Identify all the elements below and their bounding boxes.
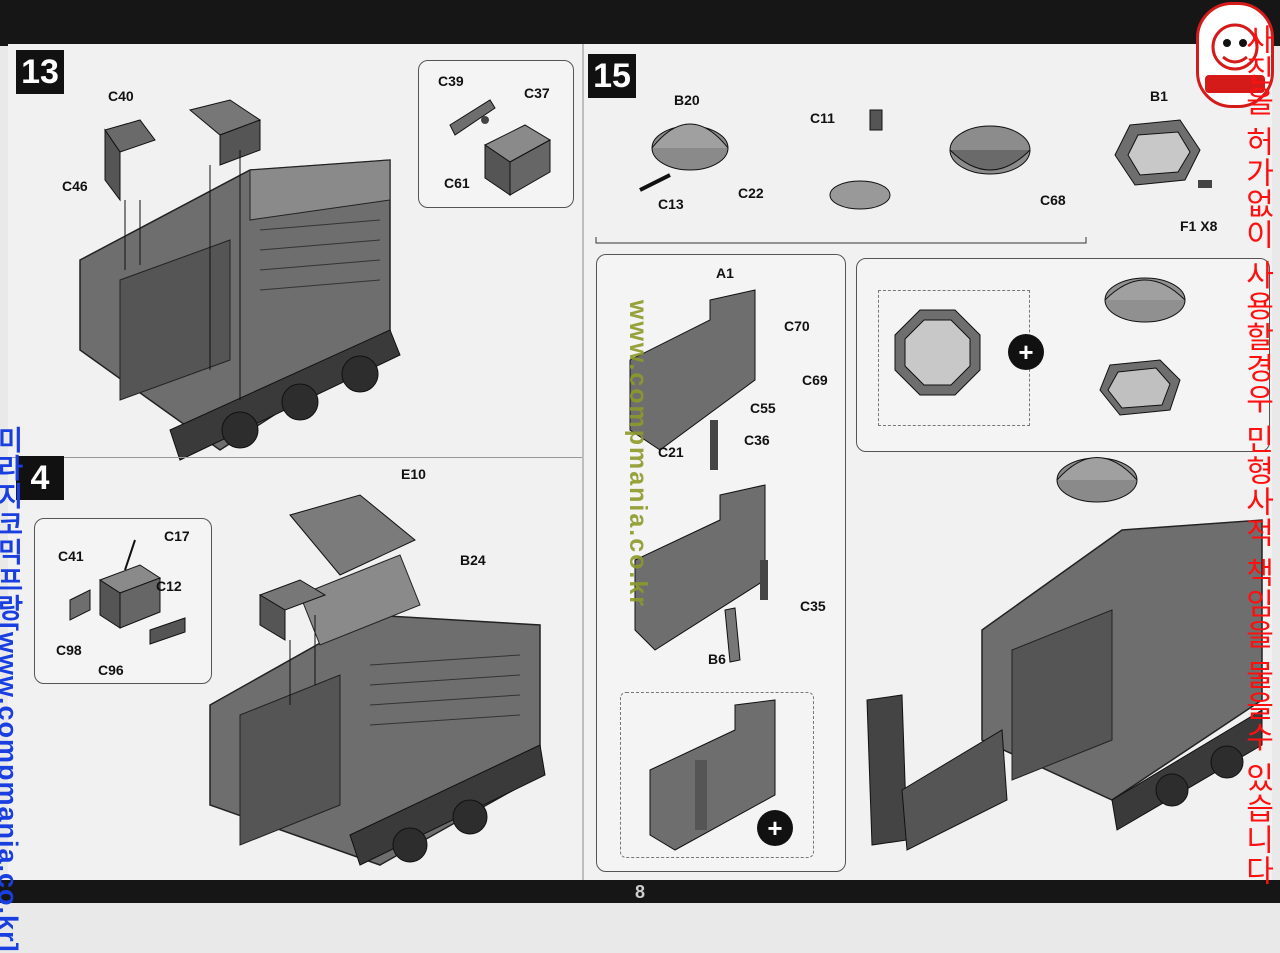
watermark-right: 사진을 허가없이 사용할경우 민형사적 책임을 물을수 있습니다: [1240, 24, 1273, 887]
part-label: B20: [674, 92, 700, 108]
part-label: C98: [56, 642, 82, 658]
page-number: 8: [634, 882, 645, 902]
tailgate-zoom-detail: [620, 692, 814, 858]
part-label: C39: [438, 73, 464, 89]
part-label: C13: [658, 196, 684, 212]
part-label: B24: [460, 552, 486, 568]
hatch-assembly-drawing: [1099, 277, 1186, 416]
site-logo: [1196, 2, 1274, 108]
subassembly-bracket: [595, 237, 1087, 244]
part-label: A1: [716, 265, 734, 281]
part-label: C55: [750, 400, 776, 416]
part-label: C35: [800, 598, 826, 614]
part-label: E10: [401, 466, 426, 482]
part-label: C70: [784, 318, 810, 334]
zoom-icon: +: [1008, 334, 1044, 370]
tailgate-drawing: [629, 289, 768, 663]
watermark-middle: www.compmania.co.kr: [624, 300, 652, 608]
watermark-left: 미라지코믹프랑[www.compmania.co.kr]: [0, 426, 23, 953]
part-label: C40: [108, 88, 134, 104]
callout-drawing: [69, 539, 186, 645]
ring-drawing: [894, 309, 981, 396]
part-label: B1: [1150, 88, 1168, 104]
part-label: C37: [524, 85, 550, 101]
step-15-hatch-subassembly: [639, 109, 1212, 210]
step-14-number: 4: [16, 456, 64, 500]
step-13-number: 13: [16, 50, 64, 94]
part-label: C11: [810, 110, 835, 126]
top-border: [0, 0, 1280, 46]
part-label: C22: [738, 185, 764, 201]
part-label: C46: [62, 178, 88, 194]
part-label: C41: [58, 548, 84, 564]
step-divider: [8, 457, 582, 458]
part-label: C21: [658, 444, 684, 460]
zoom-detail-drawing: [649, 699, 776, 851]
callout-drawing: [449, 99, 552, 196]
part-label: C17: [164, 528, 190, 544]
part-label: B6: [708, 651, 726, 667]
logo-graphic: [1205, 23, 1265, 93]
step-13-assembly-drawing: [79, 99, 401, 461]
part-label: F1 X8: [1180, 218, 1218, 234]
part-label: C96: [98, 662, 124, 678]
part-label: C61: [444, 175, 470, 191]
page-fold: [582, 44, 584, 880]
part-label: C36: [744, 432, 770, 448]
step-14-assembly-drawing: [209, 494, 546, 866]
zoom-icon: +: [757, 810, 793, 846]
step-15-vehicle-drawing: [866, 457, 1263, 851]
step-15-number: 15: [588, 54, 636, 98]
part-label: C68: [1040, 192, 1066, 208]
bottom-border: [0, 880, 1280, 903]
part-label: C12: [156, 578, 182, 594]
part-label: C69: [802, 372, 828, 388]
